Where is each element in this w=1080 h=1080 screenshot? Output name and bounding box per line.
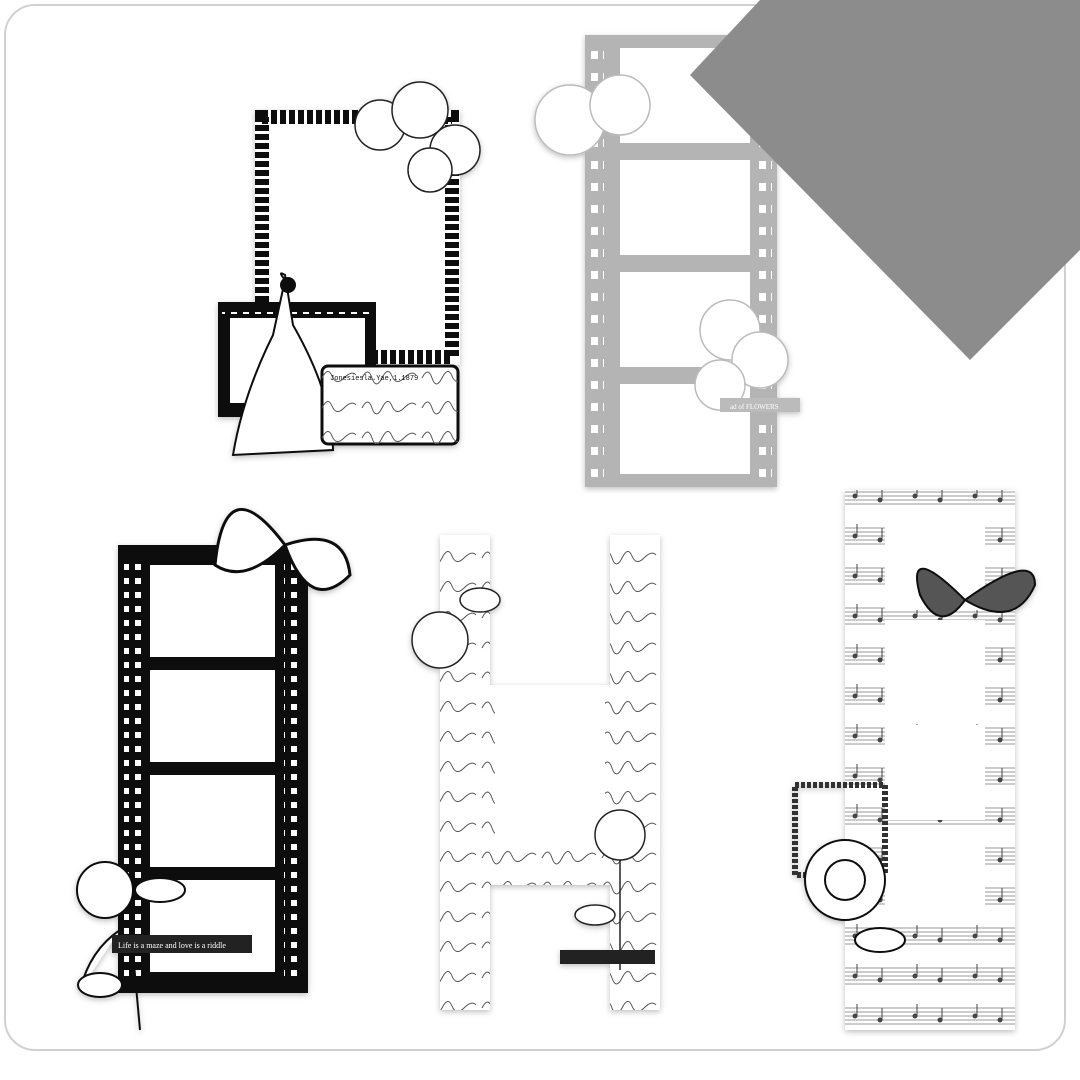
butterfly-icon [916,567,1037,618]
rose-icon [804,839,906,953]
flower-icon [354,81,481,193]
flowers-label: ad of FLOWERS [730,403,779,411]
sticker-black-film-strip [76,508,352,1031]
film-caption: Life is a maze and love is a riddle [118,941,226,950]
rose-icon [76,861,186,1031]
butterfly-icon [213,508,352,592]
sticker-stamp-frame [218,81,481,457]
stamp-tag-text: Jonesiesla.Yae,1.1879 [330,375,418,383]
corner-overlay [690,0,1080,360]
sticker-music-strip [792,490,1037,1030]
sticker-script-frame [411,535,660,1010]
